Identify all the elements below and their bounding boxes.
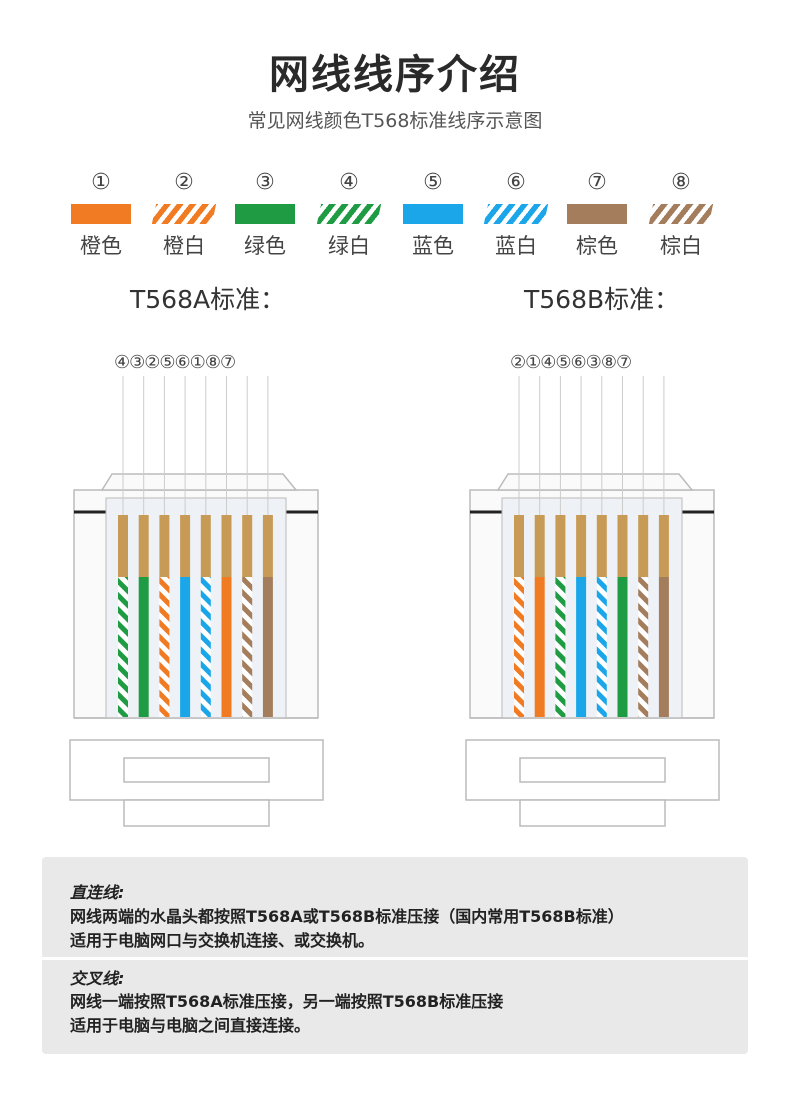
legend-label: 蓝白 <box>495 234 537 258</box>
page-subtitle: 常见网线颜色T568标准线序示意图 <box>247 110 543 132</box>
legend-number: ⑦ <box>587 170 607 195</box>
t568a-wire-order: ④③②⑤⑥①⑧⑦ <box>114 352 236 373</box>
legend-item-1: ① 橙色 <box>56 168 146 260</box>
t568b-contact <box>596 515 607 577</box>
legend-item-3: ③ 绿色 <box>220 168 310 260</box>
legend-label: 绿色 <box>244 234 286 258</box>
crossover-line-2: 适用于电脑与电脑之间直接连接。 <box>70 1016 311 1035</box>
t568a-base-slot <box>123 757 270 783</box>
t568a-wire <box>200 577 211 717</box>
t568b-wire <box>534 577 545 717</box>
t568b-contact <box>514 515 524 577</box>
t568b-wire <box>514 577 524 717</box>
t568b-wire <box>555 577 566 717</box>
legend-swatch <box>403 204 463 224</box>
t568b-contact <box>638 515 649 577</box>
t568a-contact <box>200 515 211 577</box>
t568a-plug <box>69 376 324 827</box>
t568b-inner-panel <box>501 497 683 719</box>
crossover-heading: 交叉线: <box>70 969 125 988</box>
t568b-housing-top <box>496 473 694 491</box>
straight-heading: 直连线: <box>70 883 125 902</box>
notes-divider <box>42 957 748 960</box>
t568a-wire <box>262 577 273 717</box>
notes-panel: 直连线: 网线两端的水晶头都按照T568A或T568B标准压接（国内常用T568… <box>42 857 748 1054</box>
t568b-wire <box>596 577 607 717</box>
legend-item-8: ⑧ 棕白 <box>636 168 726 260</box>
legend-label: 橙白 <box>163 234 205 258</box>
t568a-wire <box>138 577 149 717</box>
connector-diagram <box>69 376 720 827</box>
t568b-contact <box>534 515 545 577</box>
t568b-wire <box>576 577 587 717</box>
page-title: 网线线序介绍 <box>269 52 521 98</box>
t568b-contact <box>617 515 628 577</box>
legend-item-4: ④ 绿白 <box>304 168 394 260</box>
legend-label: 橙色 <box>80 234 122 258</box>
t568b-contact <box>658 515 669 577</box>
legend-swatch <box>235 204 295 224</box>
t568a-wire <box>180 577 191 717</box>
t568a-title: T568A标准： <box>130 285 286 314</box>
legend-item-2: ② 橙白 <box>139 168 229 260</box>
legend-swatch <box>567 204 627 224</box>
straight-line-2: 适用于电脑网口与交换机连接、或交换机。 <box>70 931 375 950</box>
legend-number: ③ <box>255 170 275 195</box>
legend-item-5: ⑤ 蓝色 <box>388 168 478 260</box>
straight-line-1: 网线两端的水晶头都按照T568A或T568B标准压接（国内常用T568B标准） <box>70 907 624 926</box>
t568a-wire <box>118 577 128 717</box>
legend-number: ④ <box>339 170 359 195</box>
t568b-wire <box>617 577 628 717</box>
t568b-contact <box>576 515 587 577</box>
legend-item-6: ⑥ 蓝白 <box>471 168 561 260</box>
legend-label: 蓝色 <box>412 234 454 258</box>
t568b-cable-boot <box>519 799 666 827</box>
t568a-wire <box>159 577 170 717</box>
t568a-inner-panel <box>105 497 287 719</box>
legend-swatch <box>71 204 131 224</box>
legend-item-7: ⑦ 棕色 <box>552 168 642 260</box>
legend-number: ② <box>174 170 194 195</box>
legend-number: ① <box>91 170 111 195</box>
t568a-contact <box>159 515 170 577</box>
crossover-line-1: 网线一端按照T568A标准压接，另一端按照T568B标准压接 <box>70 992 504 1011</box>
t568b-plug <box>465 376 720 827</box>
t568b-base-slot <box>519 757 666 783</box>
t568b-wire-order: ②①④⑤⑥③⑧⑦ <box>510 352 632 373</box>
t568b-wire <box>638 577 649 717</box>
t568a-cable-boot <box>123 799 270 827</box>
legend-number: ⑤ <box>423 170 443 195</box>
legend-label: 棕色 <box>576 234 618 258</box>
t568a-contact <box>262 515 273 577</box>
t568b-title: T568B标准： <box>524 285 680 314</box>
legend-label: 绿白 <box>328 234 370 258</box>
legend-label: 棕白 <box>660 234 702 258</box>
t568a-wire <box>221 577 232 717</box>
t568b-contact <box>555 515 566 577</box>
legend-number: ⑧ <box>671 170 691 195</box>
t568a-contact <box>221 515 232 577</box>
t568a-housing-top <box>100 473 298 491</box>
t568a-contact <box>118 515 128 577</box>
t568a-contact <box>138 515 149 577</box>
t568a-contact <box>180 515 191 577</box>
t568a-wire <box>242 577 253 717</box>
t568a-contact <box>242 515 253 577</box>
t568b-wire <box>658 577 669 717</box>
legend-number: ⑥ <box>506 170 526 195</box>
